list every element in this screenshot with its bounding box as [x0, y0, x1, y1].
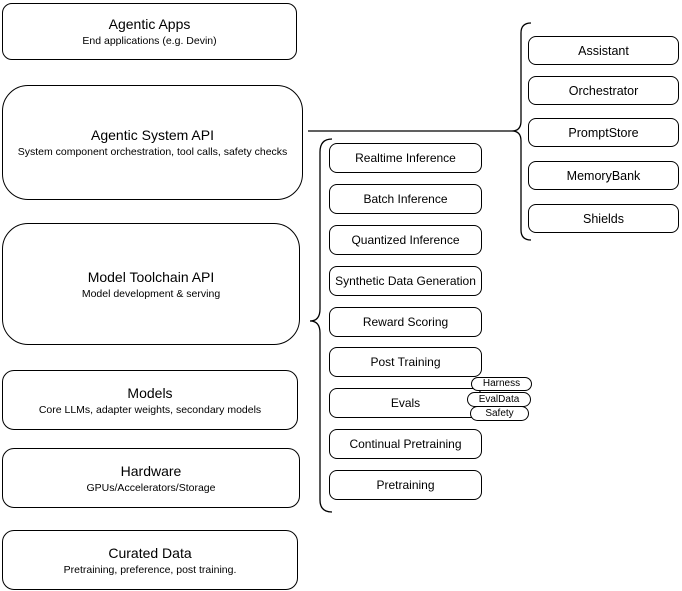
node-promptstore: PromptStore — [528, 118, 679, 147]
node-post-training: Post Training — [329, 347, 482, 377]
node-title: Model Toolchain API — [87, 268, 215, 285]
node-model-toolchain-api: Model Toolchain API Model development & … — [2, 223, 300, 345]
node-reward-scoring: Reward Scoring — [329, 307, 482, 337]
node-orchestrator: Orchestrator — [528, 76, 679, 105]
node-pretraining: Pretraining — [329, 470, 482, 500]
node-subtitle: System component orchestration, tool cal… — [17, 146, 288, 158]
tag-safety: Safety — [470, 406, 529, 421]
node-hardware: Hardware GPUs/Accelerators/Storage — [2, 448, 300, 508]
node-memorybank: MemoryBank — [528, 161, 679, 190]
node-batch-inference: Batch Inference — [329, 184, 482, 214]
node-continual-pretraining: Continual Pretraining — [329, 429, 482, 459]
node-quantized-inference: Quantized Inference — [329, 225, 482, 255]
tag-harness: Harness — [471, 377, 532, 391]
node-assistant: Assistant — [528, 36, 679, 65]
node-title: Models — [127, 384, 173, 401]
tag-evaldata: EvalData — [467, 392, 531, 407]
node-title: Agentic Apps — [108, 16, 191, 32]
node-subtitle: Core LLMs, adapter weights, secondary mo… — [38, 403, 262, 416]
node-curated-data: Curated Data Pretraining, preference, po… — [2, 530, 298, 590]
node-models: Models Core LLMs, adapter weights, secon… — [2, 370, 298, 430]
node-subtitle: GPUs/Accelerators/Storage — [86, 481, 216, 494]
node-title: Agentic System API — [91, 127, 214, 143]
node-synthetic-data-generation: Synthetic Data Generation — [329, 266, 482, 296]
node-title: Hardware — [120, 462, 182, 479]
node-subtitle: Pretraining, preference, post training. — [63, 563, 237, 576]
node-subtitle: Model development & serving — [81, 287, 221, 300]
node-agentic-system-api: Agentic System API System component orch… — [2, 85, 303, 200]
node-realtime-inference: Realtime Inference — [329, 143, 482, 173]
node-agentic-apps: Agentic Apps End applications (e.g. Devi… — [2, 3, 297, 60]
node-title: Curated Data — [108, 544, 192, 561]
node-subtitle: End applications (e.g. Devin) — [82, 35, 217, 47]
node-shields: Shields — [528, 204, 679, 233]
node-evals: Evals — [329, 388, 482, 418]
